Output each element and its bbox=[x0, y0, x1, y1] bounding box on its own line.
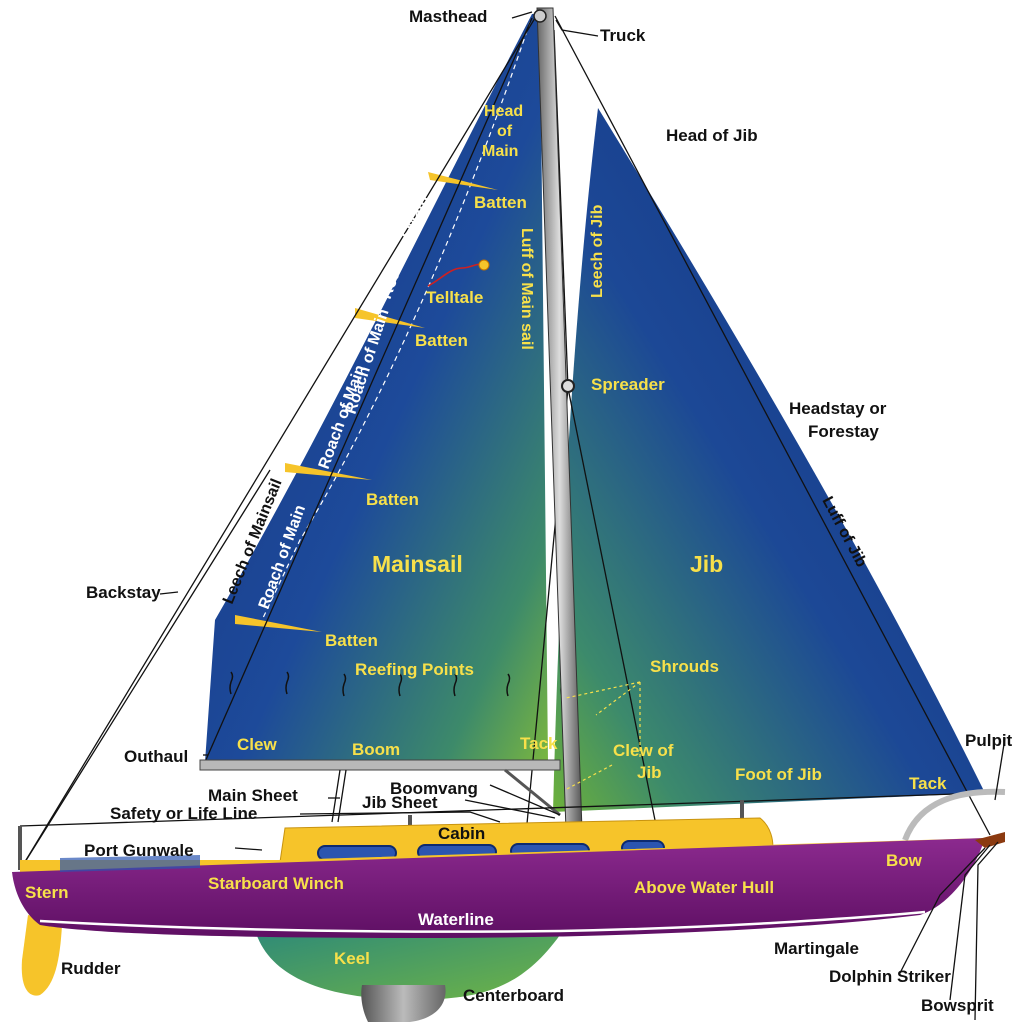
label-truck: Truck bbox=[600, 26, 646, 45]
label-outhaul: Outhaul bbox=[124, 747, 188, 766]
label-jib: Jib bbox=[690, 551, 723, 577]
label-batten-3: Batten bbox=[366, 490, 419, 509]
label-stern: Stern bbox=[25, 883, 68, 902]
mainsail-shape bbox=[205, 14, 548, 762]
label-tack-jib: Tack bbox=[909, 774, 947, 793]
label-head-of-main-1: Head bbox=[484, 103, 523, 120]
label-spreader: Spreader bbox=[591, 375, 665, 394]
label-headstay-2: Forestay bbox=[808, 422, 879, 441]
label-centerboard: Centerboard bbox=[463, 986, 564, 1005]
boom bbox=[199, 759, 561, 771]
pulpit-rail bbox=[902, 788, 1006, 842]
batten-shape-3 bbox=[285, 463, 372, 480]
batten-shape-1 bbox=[428, 172, 498, 190]
keel-shape bbox=[255, 930, 560, 1000]
label-clew: Clew bbox=[237, 735, 277, 754]
centerboard-shape bbox=[361, 985, 446, 1022]
label-backstay: Backstay bbox=[86, 583, 161, 602]
label-rudder: Rudder bbox=[61, 959, 121, 978]
label-mainsail: Mainsail bbox=[372, 551, 463, 577]
batten-shape-2 bbox=[355, 308, 425, 328]
label-clew-of-jib-1: Clew of bbox=[613, 741, 674, 760]
jib-shape bbox=[553, 108, 985, 812]
batten-shape-4 bbox=[235, 615, 322, 632]
truck-fitting bbox=[533, 9, 547, 23]
label-starboard-winch: Starboard Winch bbox=[208, 874, 344, 893]
label-leech-of-jib: Leech of Jib bbox=[589, 204, 606, 298]
label-foot-of-jib: Foot of Jib bbox=[735, 765, 822, 784]
label-reefing-points: Reefing Points bbox=[355, 660, 474, 679]
label-clew-of-jib-2: Jib bbox=[637, 763, 662, 782]
label-martingale: Martingale bbox=[774, 939, 859, 958]
label-headstay-1: Headstay or bbox=[789, 399, 887, 418]
label-pulpit: Pulpit bbox=[965, 731, 1013, 750]
label-telltale: Telltale bbox=[426, 288, 483, 307]
hull-shape bbox=[12, 838, 985, 938]
rudder-shape bbox=[21, 915, 62, 996]
label-masthead: Masthead bbox=[409, 7, 487, 26]
label-tack-main: Tack bbox=[520, 734, 558, 753]
label-boom: Boom bbox=[352, 740, 400, 759]
label-bowsprit: Bowsprit bbox=[921, 996, 994, 1015]
label-batten-4: Batten bbox=[325, 631, 378, 650]
waterline-stripe bbox=[39, 910, 926, 933]
bowsprit-fitting bbox=[975, 832, 1005, 848]
label-waterline: Waterline bbox=[418, 910, 494, 929]
label-luff-of-mainsail: Luff of Main sail bbox=[518, 228, 535, 350]
label-main-sheet: Main Sheet bbox=[208, 786, 298, 805]
label-head-of-main-3: Main bbox=[482, 143, 518, 160]
label-above-water-hull: Above Water Hull bbox=[634, 878, 774, 897]
label-safety-line: Safety or Life Line bbox=[110, 804, 257, 823]
label-keel: Keel bbox=[334, 949, 370, 968]
label-cabin: Cabin bbox=[438, 824, 485, 843]
label-jib-sheet: Jib Sheet bbox=[362, 793, 438, 812]
label-boomvang: Boomvang bbox=[390, 779, 478, 798]
reefing-points bbox=[229, 671, 565, 697]
stern-blue-panel bbox=[60, 855, 200, 872]
label-dolphin-striker: Dolphin Striker bbox=[829, 967, 951, 986]
label-batten-2: Batten bbox=[415, 331, 468, 350]
spreader-fitting bbox=[561, 379, 575, 393]
safety-line bbox=[19, 792, 986, 827]
telltale-mark bbox=[427, 263, 483, 287]
label-head-of-jib: Head of Jib bbox=[666, 126, 758, 145]
label-port-gunwale: Port Gunwale bbox=[84, 841, 194, 860]
label-bow: Bow bbox=[886, 851, 923, 870]
label-shrouds: Shrouds bbox=[650, 657, 719, 676]
label-batten-1: Batten bbox=[474, 193, 527, 212]
label-head-of-main-2: of bbox=[497, 123, 513, 140]
